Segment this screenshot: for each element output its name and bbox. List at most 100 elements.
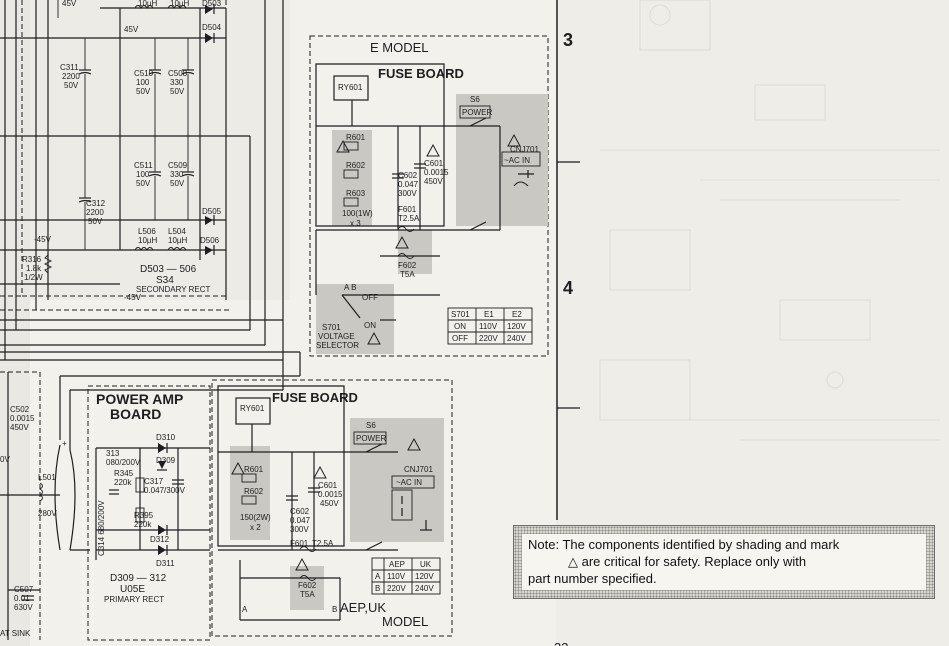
label-c314: C314 680/200V <box>97 500 106 556</box>
label-d506: D506 <box>200 236 220 245</box>
e-selector-name1: VOLTAGE <box>318 332 355 341</box>
e-c601-value: 0.0015 <box>424 168 449 177</box>
warning-triangle-icon: △ <box>568 554 578 569</box>
label-plus: + <box>62 439 67 448</box>
aep-shade-f602 <box>290 566 324 610</box>
aep-point-b: B <box>332 605 337 614</box>
label-c502-value: 0.0015 <box>10 414 35 423</box>
safety-note-line2: are critical for safety. Replace only wi… <box>581 554 807 569</box>
aep-r601-warning-icon <box>231 461 245 475</box>
e-r601-label: R601 <box>346 133 366 142</box>
label-c313: 313 <box>106 449 120 458</box>
label-l-top1: 10µH <box>138 0 158 8</box>
aep-voltage-table: AEP UK A 110V 120V B 220V 240V <box>371 557 441 595</box>
label-neg45v-b: -45V <box>124 293 142 302</box>
safety-note-line1: Note: The components identified by shadi… <box>528 537 840 552</box>
label-c508-volt: 50V <box>170 87 185 96</box>
label-c507: C507 <box>14 585 34 594</box>
label-c313-value: 080/200V <box>106 458 141 467</box>
aep-f602-label: F602 <box>298 581 317 590</box>
label-r316-watt: 1/2W <box>24 273 43 282</box>
aep-table-r1c1: 220V <box>387 584 406 593</box>
e-f601-value: T2.5A <box>398 214 420 223</box>
e-selector-on: ON <box>364 321 376 330</box>
aep-f601-value: T2.5A <box>312 539 334 548</box>
aep-f602-value: T5A <box>300 590 315 599</box>
aep-r-count: x 2 <box>250 523 261 532</box>
e-c601-label: C601 <box>424 159 444 168</box>
aep-r601-label: R601 <box>244 465 264 474</box>
e-c601-volt: 450V <box>424 177 443 186</box>
aep-c601-label: C601 <box>318 481 338 490</box>
label-l-top2: 10µH <box>170 0 190 8</box>
power-amp-title-line2: BOARD <box>110 406 161 422</box>
e-s701-label: S701 <box>322 323 341 332</box>
aep-shade-resistors <box>230 446 270 540</box>
label-r316: R316 <box>22 255 42 264</box>
e-model-title: E MODEL <box>370 40 429 55</box>
label-l501: L501 <box>38 473 56 482</box>
e-table-r0c1: 110V <box>479 322 498 331</box>
e-ac-in-label: ~AC IN <box>504 156 530 165</box>
e-table-h2: E2 <box>512 310 522 319</box>
e-f602-label: F602 <box>398 261 417 270</box>
aep-f601-label: F601 <box>290 539 309 548</box>
label-d310: D310 <box>156 433 176 442</box>
e-table-r1c2: 240V <box>507 334 526 343</box>
aep-fuse-board-label: FUSE BOARD <box>272 390 358 405</box>
label-c507-value: 0.01 <box>14 594 30 603</box>
e-relay-label: RY601 <box>338 83 363 92</box>
faded-ghost-area <box>599 0 940 441</box>
grid-marker-4: 4 <box>563 278 573 298</box>
safety-note-box: Note: The components identified by shadi… <box>513 525 935 599</box>
label-c312-value: 2200 <box>86 208 104 217</box>
e-power-switch-label: POWER <box>462 108 492 117</box>
e-model-voltage-table: S701 E1 E2 ON 110V 120V OFF 220V 240V <box>447 307 533 345</box>
aep-table-h1: AEP <box>389 560 405 569</box>
label-c312: C312 <box>86 199 106 208</box>
e-f602-warning-icon <box>395 235 409 249</box>
e-table-r1c0: OFF <box>452 334 468 343</box>
label-c510: C510 <box>134 69 154 78</box>
e-selector-off: OFF <box>362 293 378 302</box>
aep-cnj701-label: CNJ701 <box>404 465 433 474</box>
label-c311: C311 <box>60 63 79 72</box>
e-r-count: x 3 <box>350 219 361 228</box>
label-heat-sink: AT SINK <box>0 629 31 638</box>
label-r345-value: 220k <box>114 478 132 487</box>
grid-marker-3: 3 <box>563 30 573 50</box>
label-sec-rect-id: D503 — 506 <box>140 264 197 275</box>
label-sec-rect-desc: SECONDARY RECT <box>136 285 211 294</box>
e-model-board: E MODEL FUSE BOARD RY601 R601 R602 R603 … <box>309 35 549 357</box>
label-rect-id: D309 — 312 <box>110 573 167 584</box>
label-r345: R345 <box>114 469 134 478</box>
aep-c602-value: 0.047 <box>290 516 311 525</box>
aep-c602-label: C602 <box>290 507 310 516</box>
aep-point-a: A <box>242 605 248 614</box>
upper-left-circuit: 45V 45V 10µH 10µH D503 D504 C311 2200 50… <box>0 0 301 390</box>
label-l506-value: 10µH <box>138 236 158 245</box>
e-shade-f602 <box>398 230 432 274</box>
aep-table-r0c2: 120V <box>415 572 434 581</box>
label-c509: C509 <box>168 161 188 170</box>
label-c508: C508 <box>168 69 188 78</box>
label-c317: C317 <box>144 477 164 486</box>
e-c602-label: C602 <box>398 171 418 180</box>
aep-table-r0c1: 110V <box>387 572 406 581</box>
e-c602-value: 0.047 <box>398 180 419 189</box>
safety-note-text: Note: The components identified by shadi… <box>522 534 926 590</box>
label-c509-volt: 50V <box>170 179 185 188</box>
label-c507-volt: 630V <box>14 603 33 612</box>
label-c508-value: 330 <box>170 78 184 87</box>
label-c502-volt: 450V <box>10 423 29 432</box>
aep-table-r1c2: 240V <box>415 584 434 593</box>
label-c511-volt: 50V <box>136 179 151 188</box>
label-r395-value: 220k <box>134 520 152 529</box>
e-table-r0c2: 120V <box>507 322 526 331</box>
aep-ac-in-label: ~AC IN <box>396 478 422 487</box>
e-r603-label: R603 <box>346 189 366 198</box>
label-c312-volt: 50V <box>88 217 103 226</box>
aep-relay-label: RY601 <box>240 404 265 413</box>
